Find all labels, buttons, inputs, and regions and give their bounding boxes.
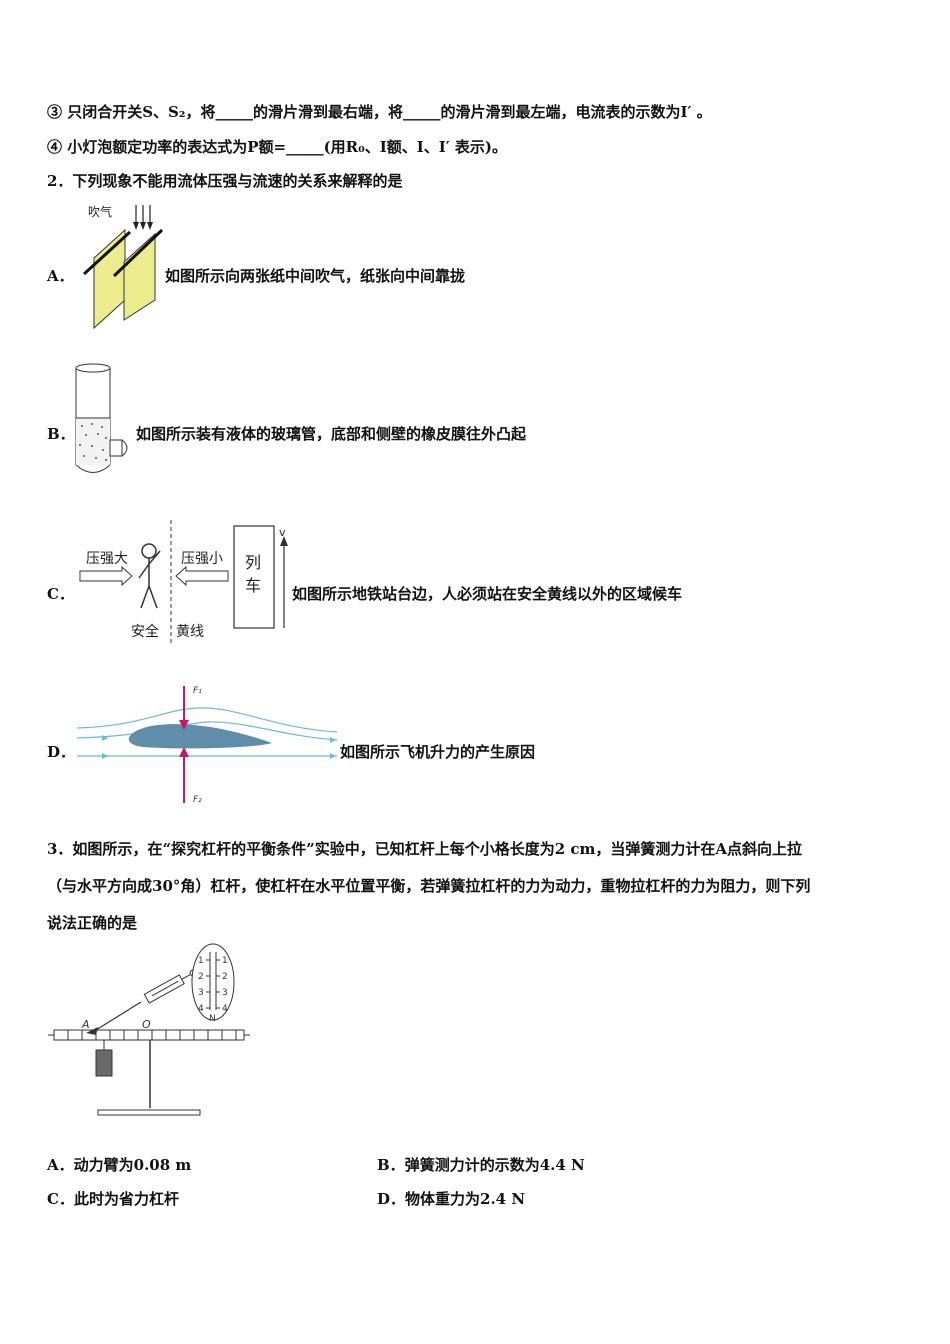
scale-4-right: 4 (222, 1004, 228, 1014)
scale-2-left: 2 (198, 972, 204, 982)
q2-option-a-label: A． (47, 267, 74, 285)
question-3-stem-3: 说法正确的是 (47, 914, 138, 932)
point-a-label: A (81, 1018, 90, 1031)
train-label-2: 车 (245, 576, 261, 595)
scale-1-left: 1 (198, 956, 204, 966)
scale-4-left: 4 (198, 1004, 204, 1014)
velocity-label: v (279, 526, 286, 539)
q3-option-b-label: B． (377, 1156, 405, 1174)
airfoil-figure: F₁ F₂ (76, 686, 338, 805)
q3-option-b-text: 弹簧测力计的示数为4.4 N (404, 1156, 585, 1174)
scale-3-left: 3 (198, 988, 204, 998)
q3-option-c: C．此时为省力杠杆 (47, 1189, 179, 1209)
low-pressure-label: 压强小 (181, 551, 223, 567)
q2-option-a-text: 如图所示向两张纸中间吹气，纸张向中间靠拢 (165, 267, 466, 285)
lever-figure: A O 1 2 3 4 1 2 3 4 N (48, 943, 250, 1116)
sub-step-3: ③ 只闭合开关S、S₂，将_____的滑片滑到最右端，将_____的滑片滑到最左… (47, 103, 712, 121)
scale-1-right: 1 (222, 956, 228, 966)
q2-option-b-label: B． (47, 425, 75, 443)
subway-platform-figure: 压强大 压强小 安全 黄线 列 车 v (79, 520, 288, 646)
q3-option-c-label: C． (47, 1190, 74, 1208)
q3-option-d-label: D． (377, 1190, 406, 1208)
question-3-stem-1: 3．如图所示，在“探究杠杆的平衡条件”实验中，已知杠杆上每个小格长度为2 cm，… (47, 840, 802, 858)
sub-step-4: ④ 小灯泡额定功率的表达式为P额=_____(用R₀、I额、I、I′ 表示)。 (47, 138, 508, 156)
q3-option-a-label: A． (47, 1156, 74, 1174)
force-f1-label: F₁ (193, 686, 202, 696)
high-pressure-label: 压强大 (86, 551, 128, 567)
paper-blowing-figure: 吹气 (82, 204, 164, 330)
safe-label: 安全 (131, 623, 159, 640)
point-o-label: O (142, 1018, 151, 1031)
q3-option-a: A．动力臂为0.08 m (47, 1155, 191, 1175)
yellow-line-label: 黄线 (176, 623, 204, 640)
q3-option-d: D．物体重力为2.4 N (377, 1189, 525, 1209)
glass-tube-figure (75, 363, 128, 473)
q3-option-d-text: 物体重力为2.4 N (405, 1190, 526, 1208)
blow-label: 吹气 (88, 204, 112, 219)
q2-option-d-text: 如图所示飞机升力的产生原因 (340, 743, 536, 761)
q2-option-c-text: 如图所示地铁站台边，人必须站在安全黄线以外的区域候车 (292, 585, 683, 603)
force-f2-label: F₂ (193, 795, 202, 805)
q2-option-b-text: 如图所示装有液体的玻璃管，底部和侧壁的橡皮膜往外凸起 (136, 425, 527, 443)
q3-option-c-text: 此时为省力杠杆 (73, 1190, 179, 1208)
q2-option-c-label: C． (47, 585, 74, 603)
newton-unit-label: N (209, 1014, 216, 1024)
question-2-stem: 2．下列现象不能用流体压强与流速的关系来解释的是 (47, 172, 403, 190)
q3-option-a-text: 动力臂为0.08 m (73, 1156, 192, 1174)
question-3-stem-2: （与水平方向成30°角）杠杆，使杠杆在水平位置平衡，若弹簧拉杠杆的力为动力，重物… (47, 877, 811, 895)
q3-option-b: B．弹簧测力计的示数为4.4 N (377, 1155, 585, 1175)
q2-option-d-label: D． (47, 743, 76, 761)
train-label-1: 列 (245, 553, 261, 572)
scale-3-right: 3 (222, 988, 228, 998)
scale-2-right: 2 (222, 972, 228, 982)
